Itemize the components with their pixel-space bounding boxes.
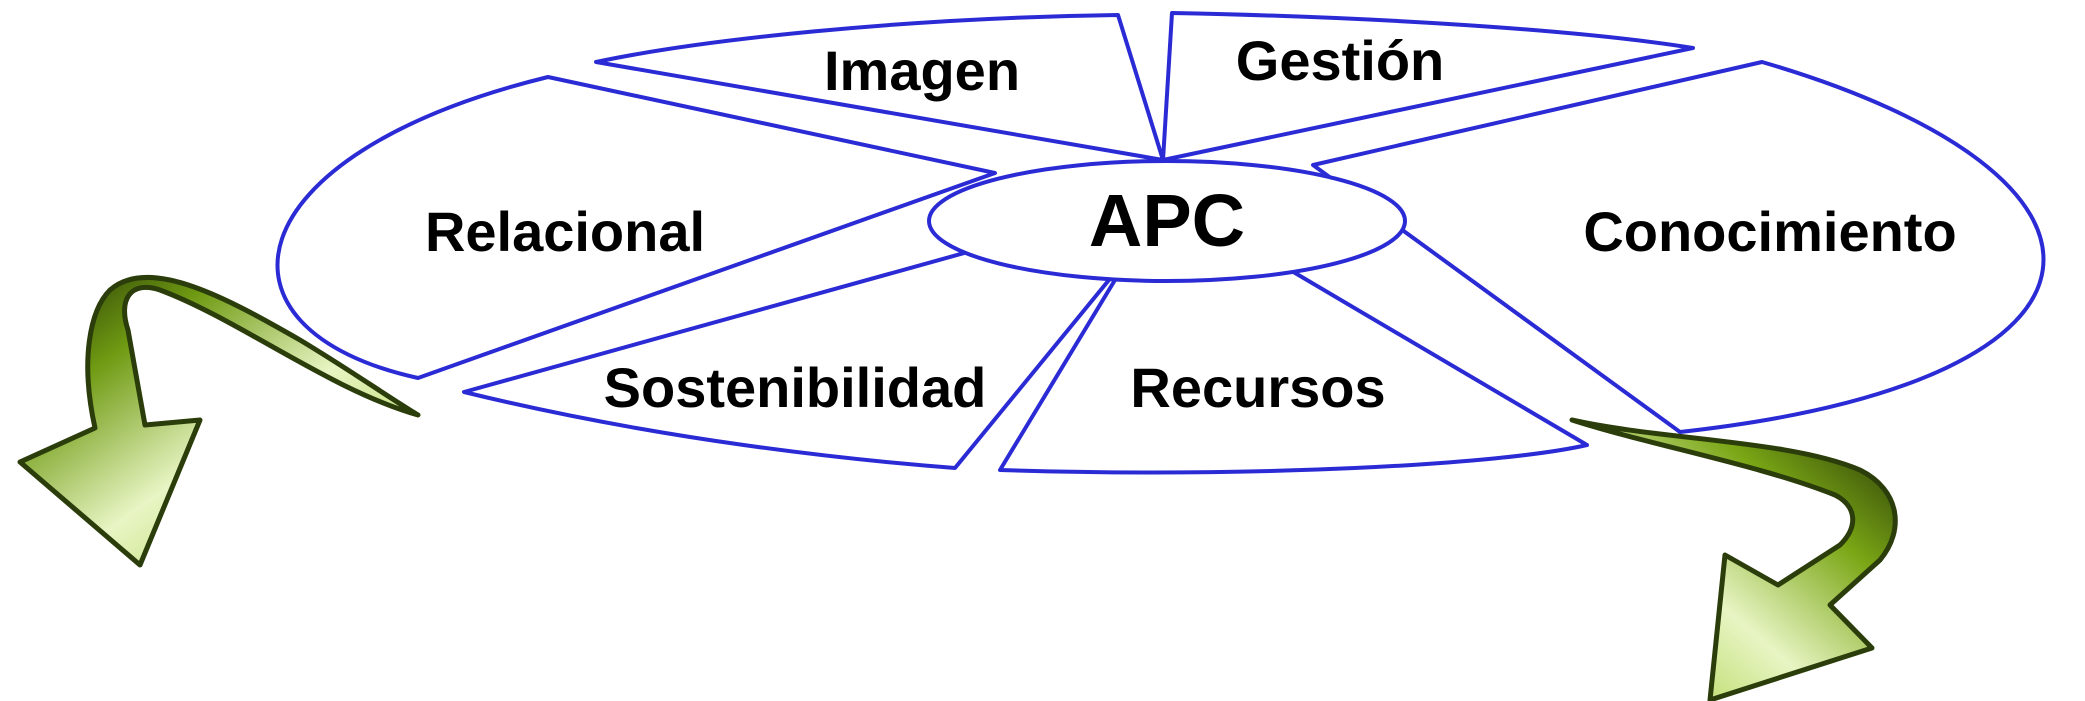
curved-down-left-arrow-icon [17, 274, 421, 568]
center-ellipse [927, 159, 1407, 283]
segment-relacional [275, 75, 997, 380]
segment-gestion [1161, 11, 1695, 162]
segment-label-imagen: Imagen [824, 39, 1020, 102]
segment-sostenibilidad [462, 248, 1115, 470]
segment-label-recursos: Recursos [1130, 356, 1385, 419]
center-label: APC [1089, 179, 1245, 262]
segment-label-gestion: Gestión [1236, 29, 1444, 92]
segment-label-sostenibilidad: Sostenibilidad [604, 356, 987, 419]
segment-imagen [594, 13, 1165, 162]
segment-label-conocimiento: Conocimiento [1583, 200, 1956, 263]
segment-recursos [998, 268, 1589, 475]
curved-down-right-arrow-icon [1569, 417, 1898, 701]
segment-label-relacional: Relacional [425, 200, 705, 263]
segment-conocimiento [1311, 60, 2046, 434]
